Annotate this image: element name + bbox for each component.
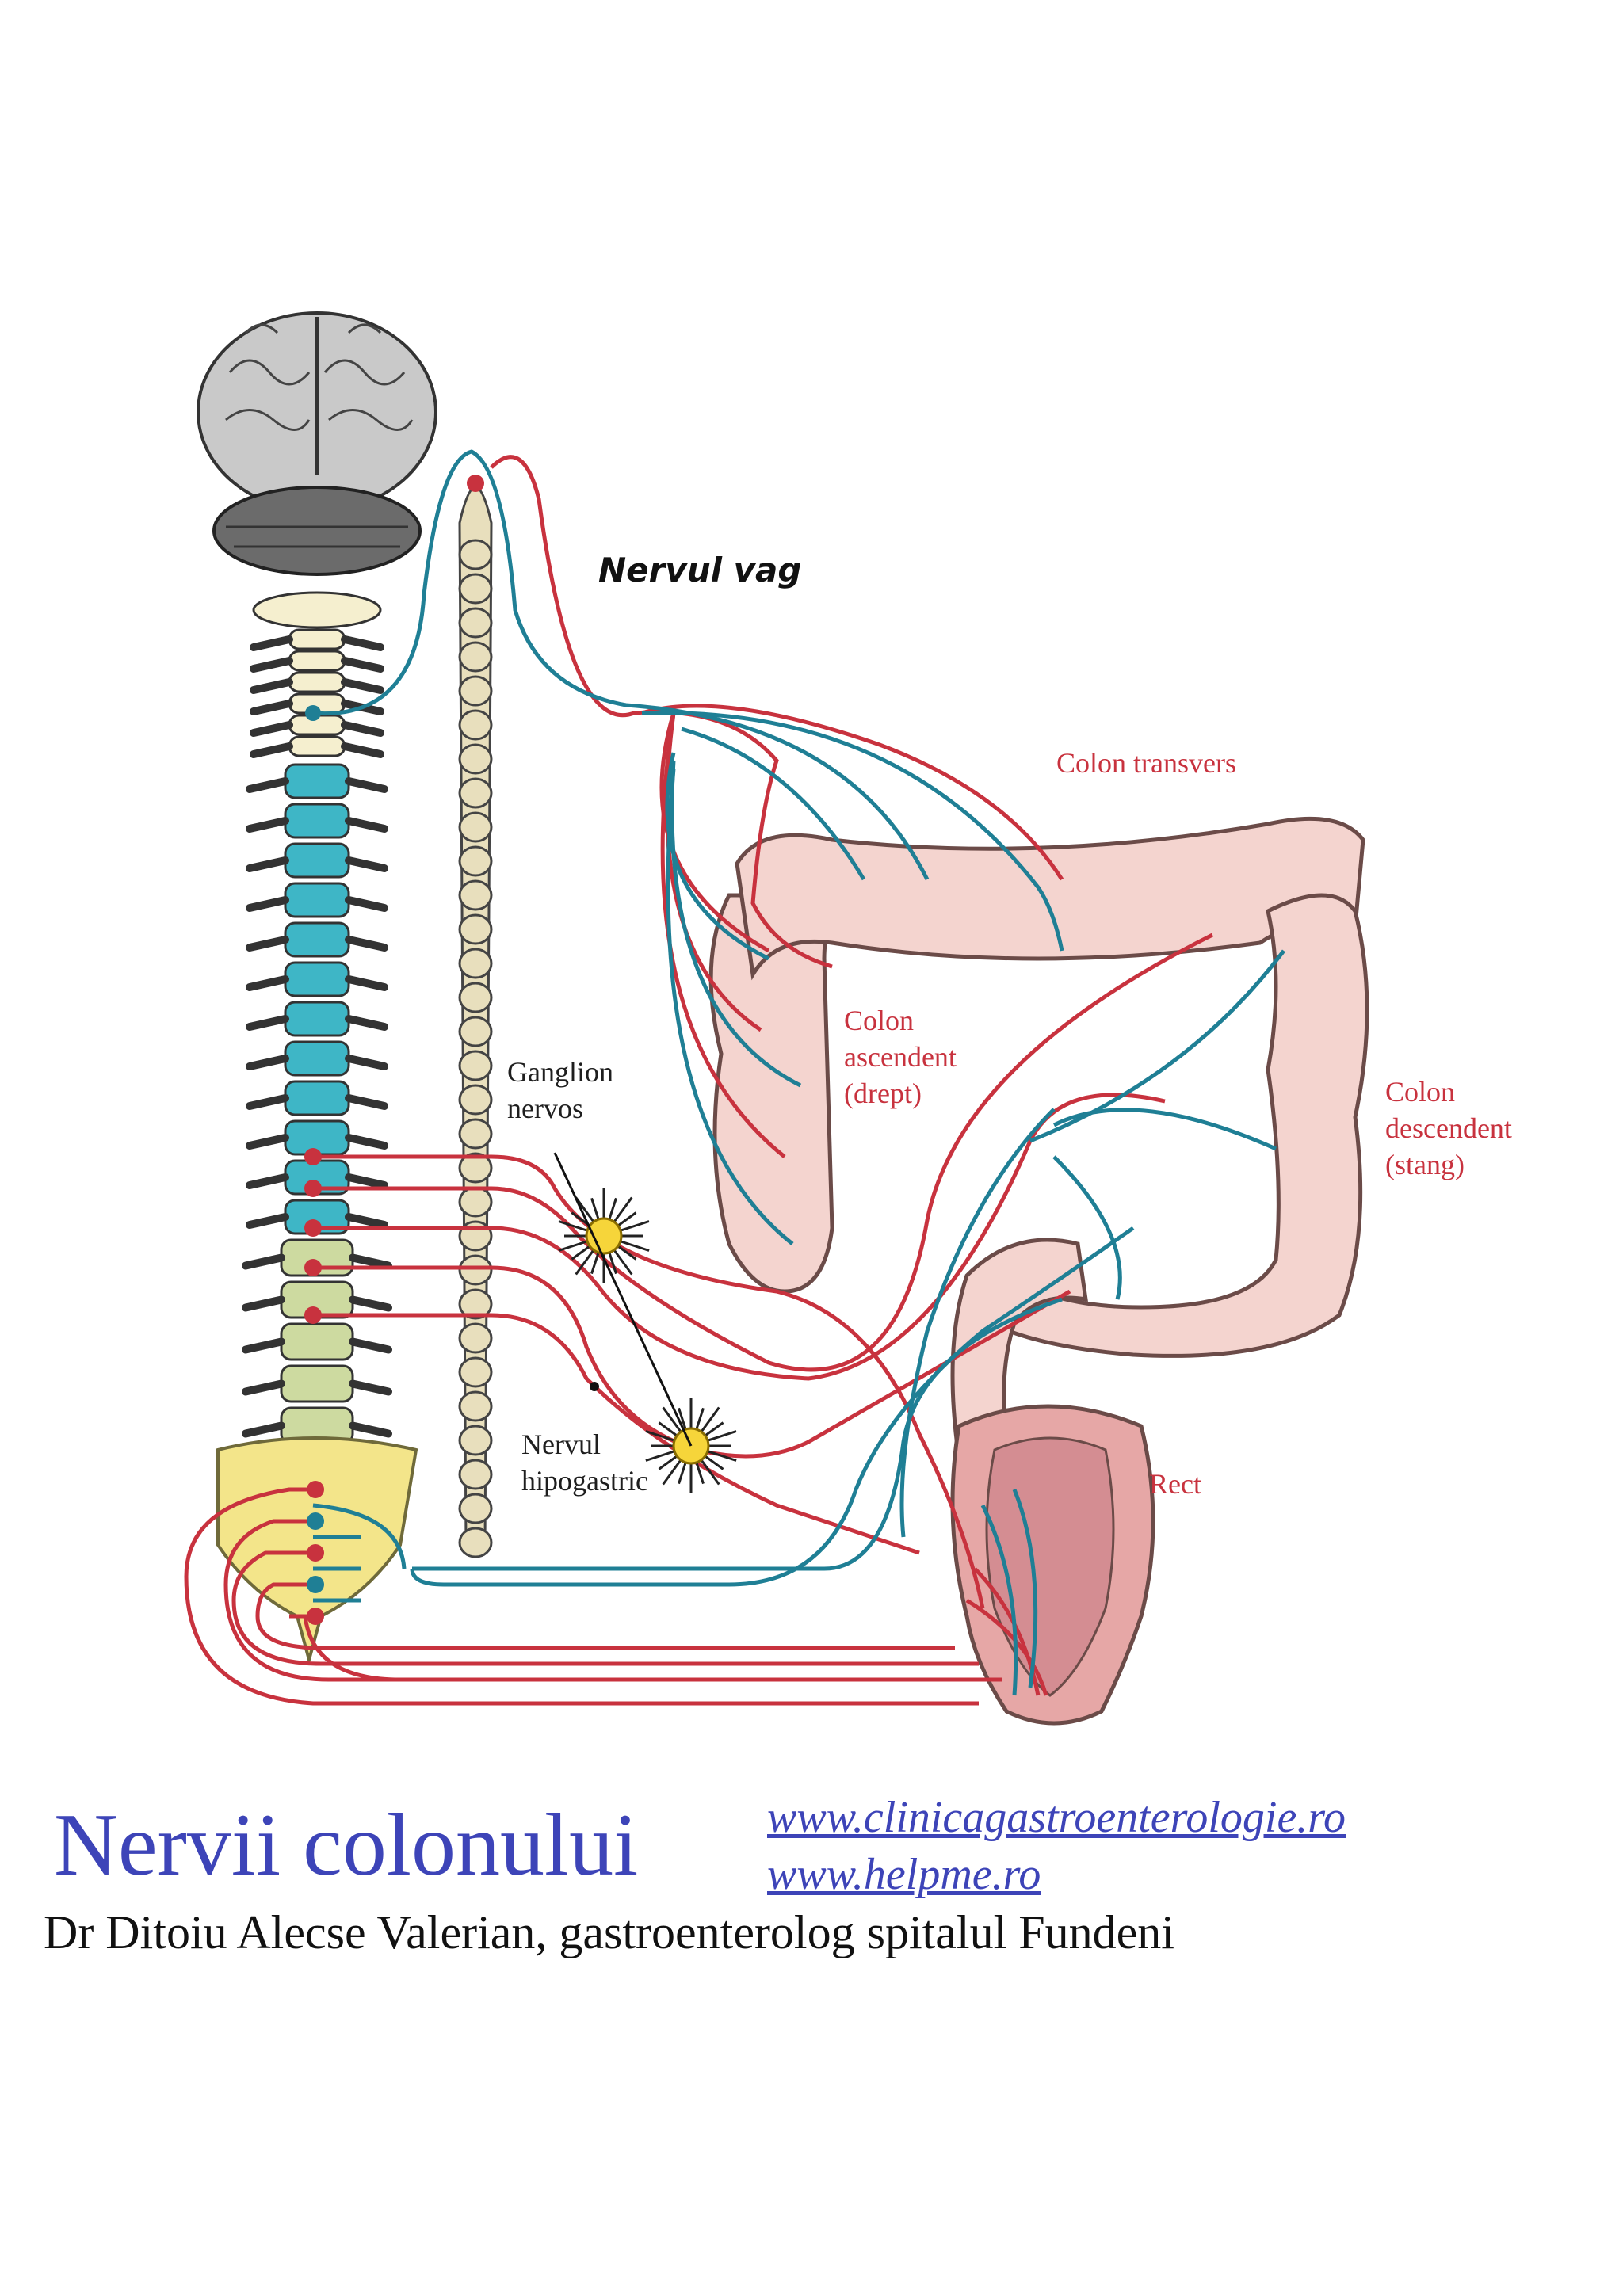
parasympathetic-nerve <box>899 1108 1056 1538</box>
parasympathetic-nerve <box>410 1226 1135 1587</box>
vertebra <box>280 1364 354 1403</box>
parasympathetic-nerves <box>305 449 1285 1696</box>
colon-descendent-label: Colon descendent (stang) <box>1385 1076 1512 1180</box>
nervul-hipogastric-label: Nervul hipogastric <box>521 1428 648 1497</box>
vertebra <box>288 671 346 693</box>
parasympathetic-nerve <box>1029 949 1285 1143</box>
ganglion-nervos-label: Ganglion nervos <box>507 1056 613 1124</box>
parasympathetic-nerve <box>980 1504 1018 1696</box>
vertebra <box>284 1080 350 1116</box>
brain-icon <box>197 311 437 576</box>
nervul-vag-label: Nervul vag <box>598 551 802 589</box>
colon-transverse <box>735 816 1365 981</box>
colon-sigmoid <box>950 1238 1088 1461</box>
sympathetic-nerve <box>309 1154 985 1609</box>
sympathetic-nerve <box>184 1487 979 1706</box>
parasympathetic-nerve <box>670 760 802 1088</box>
sympathetic-nerve <box>289 1614 1002 1682</box>
vertebra <box>288 650 346 672</box>
parasympathetic-nerve <box>1052 1108 1277 1151</box>
sympathetic-nerve <box>965 1598 1048 1696</box>
colon-ascendent-label: Colon ascendent (drept) <box>844 1005 957 1109</box>
parasympathetic-nerve <box>681 727 866 881</box>
colon-ascending <box>708 893 857 1294</box>
sympathetic-nerve <box>309 1265 1071 1459</box>
thoracic-vertebrae <box>246 763 388 1235</box>
vertebra <box>284 803 350 839</box>
vertebra <box>288 735 346 757</box>
vertebra <box>284 763 350 799</box>
ganglion-icon <box>558 1188 650 1283</box>
sympathetic-nerve <box>255 1582 955 1650</box>
parasympathetic-nerve <box>312 1503 407 1569</box>
sympathetic-nerve <box>309 1313 920 1555</box>
vertebra <box>284 961 350 997</box>
parasympathetic-nerve <box>641 711 1064 952</box>
parasympathetic-nerve <box>665 752 770 961</box>
parasympathetic-nerve <box>312 449 930 881</box>
vertebra <box>284 921 350 958</box>
page-title: Nervii colonului <box>54 1796 639 1894</box>
sympathetic-nerve <box>660 712 786 1158</box>
sympathetic-nerve <box>641 704 1064 881</box>
ganglion-icon <box>645 1398 737 1493</box>
sympathetic-nerve <box>309 933 1214 1372</box>
parasympathetic-nerve <box>1052 1155 1122 1300</box>
parasympathetic-nerve <box>412 1297 1063 1571</box>
link-helpme[interactable]: www.helpme.ro <box>767 1850 1041 1899</box>
colon-transvers-label: Colon transvers <box>1056 747 1236 779</box>
author-credit: Dr Ditoiu Alecse Valerian, gastroenterol… <box>44 1906 1174 1958</box>
vertebra <box>288 628 346 650</box>
vertebra <box>284 842 350 879</box>
vertebra <box>284 1040 350 1077</box>
ganglion-pointer-line <box>553 1152 693 1447</box>
parasympathetic-nerve <box>1012 1489 1038 1688</box>
cervical-vertebrae <box>250 591 384 758</box>
colon <box>708 816 1369 1726</box>
sympathetic-nerve <box>231 1550 979 1666</box>
sympathetic-chain <box>458 475 493 1558</box>
vertebra <box>284 882 350 918</box>
vertebra <box>280 1322 354 1361</box>
vertebra <box>284 1001 350 1037</box>
rect-label: Rect <box>1149 1468 1201 1500</box>
link-clinicagastroenterologie[interactable]: www.clinicagastroenterologie.ro <box>767 1793 1346 1842</box>
lumbar-vertebrae <box>242 1238 392 1445</box>
parasympathetic-nerve <box>666 768 794 1245</box>
sympathetic-nerve <box>223 1519 995 1682</box>
